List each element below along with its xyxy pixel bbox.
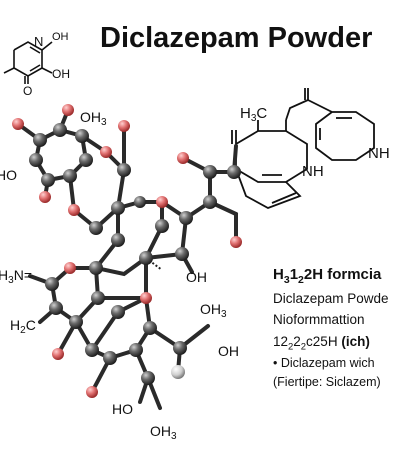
h3n-label: H3N= [0, 267, 32, 286]
oh3-right-label: OH3 [200, 301, 227, 320]
stereo-bond [145, 257, 163, 271]
hydrogen-atom [171, 365, 185, 379]
oh-right-label: OH [218, 343, 239, 359]
info-label: Nioformmattion [273, 312, 365, 327]
page-title: Diclazepam Powder [100, 22, 373, 54]
ball-stick-bonds [16, 108, 238, 410]
oh3-top-label: OH3 [80, 109, 107, 128]
bullet-item: • Diclazepam wich [273, 356, 375, 370]
h3c-top-label: H3C [240, 105, 267, 124]
ho-left-label: HO [0, 167, 17, 183]
product-name: Diclazepam Powde [273, 291, 389, 306]
oh3-bottom-label: OH3 [150, 423, 177, 442]
mini-oh-label: OH [52, 67, 70, 81]
mini-n-label: N [34, 34, 43, 49]
ho-bottom-label: HO [112, 401, 133, 417]
mass-line: 12222c25H (ich) [273, 334, 370, 353]
nh-mid-label: NH [302, 163, 324, 180]
oxygen-atoms [12, 104, 242, 398]
paren-note: (Fiertipe: Siclazem) [273, 375, 381, 389]
formula-heading: H3122H formcia [273, 266, 382, 286]
mini-structure [3, 41, 53, 84]
mini-o-label: O [23, 84, 32, 98]
right-structure-bonds [231, 88, 375, 209]
nh-right-label: NH [368, 145, 390, 162]
mini-oh-sup-label: OH [52, 31, 69, 43]
oh-label: OH [186, 269, 207, 285]
carbon-atoms [29, 123, 241, 385]
h2c-label: H2C [10, 317, 36, 336]
